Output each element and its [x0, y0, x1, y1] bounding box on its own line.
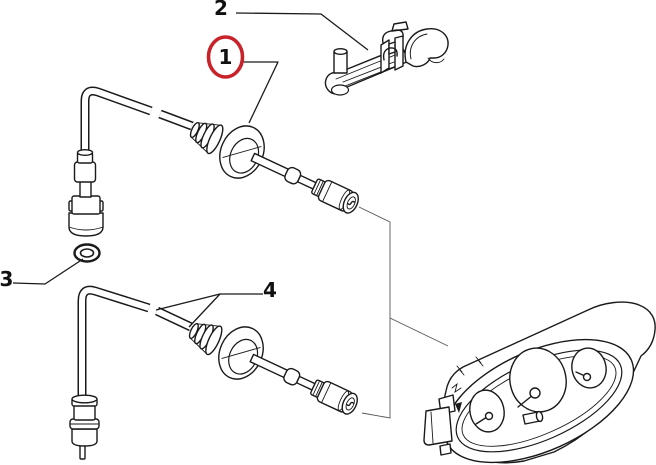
instrument-cluster-drawing	[423, 301, 656, 464]
callout-3-leader	[12, 258, 84, 285]
bracket-peg	[333, 51, 348, 74]
bracket-clip	[404, 28, 449, 68]
cable2-grommet-and-ferrule	[188, 322, 358, 415]
callout-2-label[interactable]: 2	[214, 0, 228, 20]
needle-center	[517, 394, 534, 408]
callout-4-leader-a	[155, 293, 263, 311]
assembly-reference-lines	[358, 206, 449, 419]
part-4-cable-drawing	[69, 285, 358, 460]
cable1-connector	[68, 148, 104, 237]
callout-3-label[interactable]: 3	[0, 267, 13, 291]
callout-2-leader	[235, 12, 369, 51]
callout-1-highlight-circle	[206, 35, 245, 79]
gauge-left	[469, 389, 505, 433]
part-3-seal-ring-drawing	[73, 243, 101, 263]
callout-1-label[interactable]: 1	[219, 45, 233, 69]
callout-4[interactable]: 4	[155, 278, 277, 328]
callout-3[interactable]: 3	[0, 258, 84, 291]
gauge-center	[509, 347, 567, 413]
cable2-connector	[69, 394, 100, 460]
cluster-connector-tab	[423, 406, 453, 446]
callout-1[interactable]: 1	[206, 35, 279, 124]
cable1-grommet-and-ferrule	[189, 121, 359, 214]
gauge-right	[571, 347, 607, 389]
callout-4-leader-b	[188, 293, 221, 328]
part-1-cable-drawing	[68, 86, 359, 237]
callout-2[interactable]: 2	[214, 0, 369, 51]
alignment-arrow	[455, 402, 462, 413]
part-2-bracket-drawing	[324, 21, 449, 96]
needle-left	[475, 416, 488, 425]
callout-4-label[interactable]: 4	[263, 278, 277, 302]
callout-1-leader	[243, 61, 279, 124]
